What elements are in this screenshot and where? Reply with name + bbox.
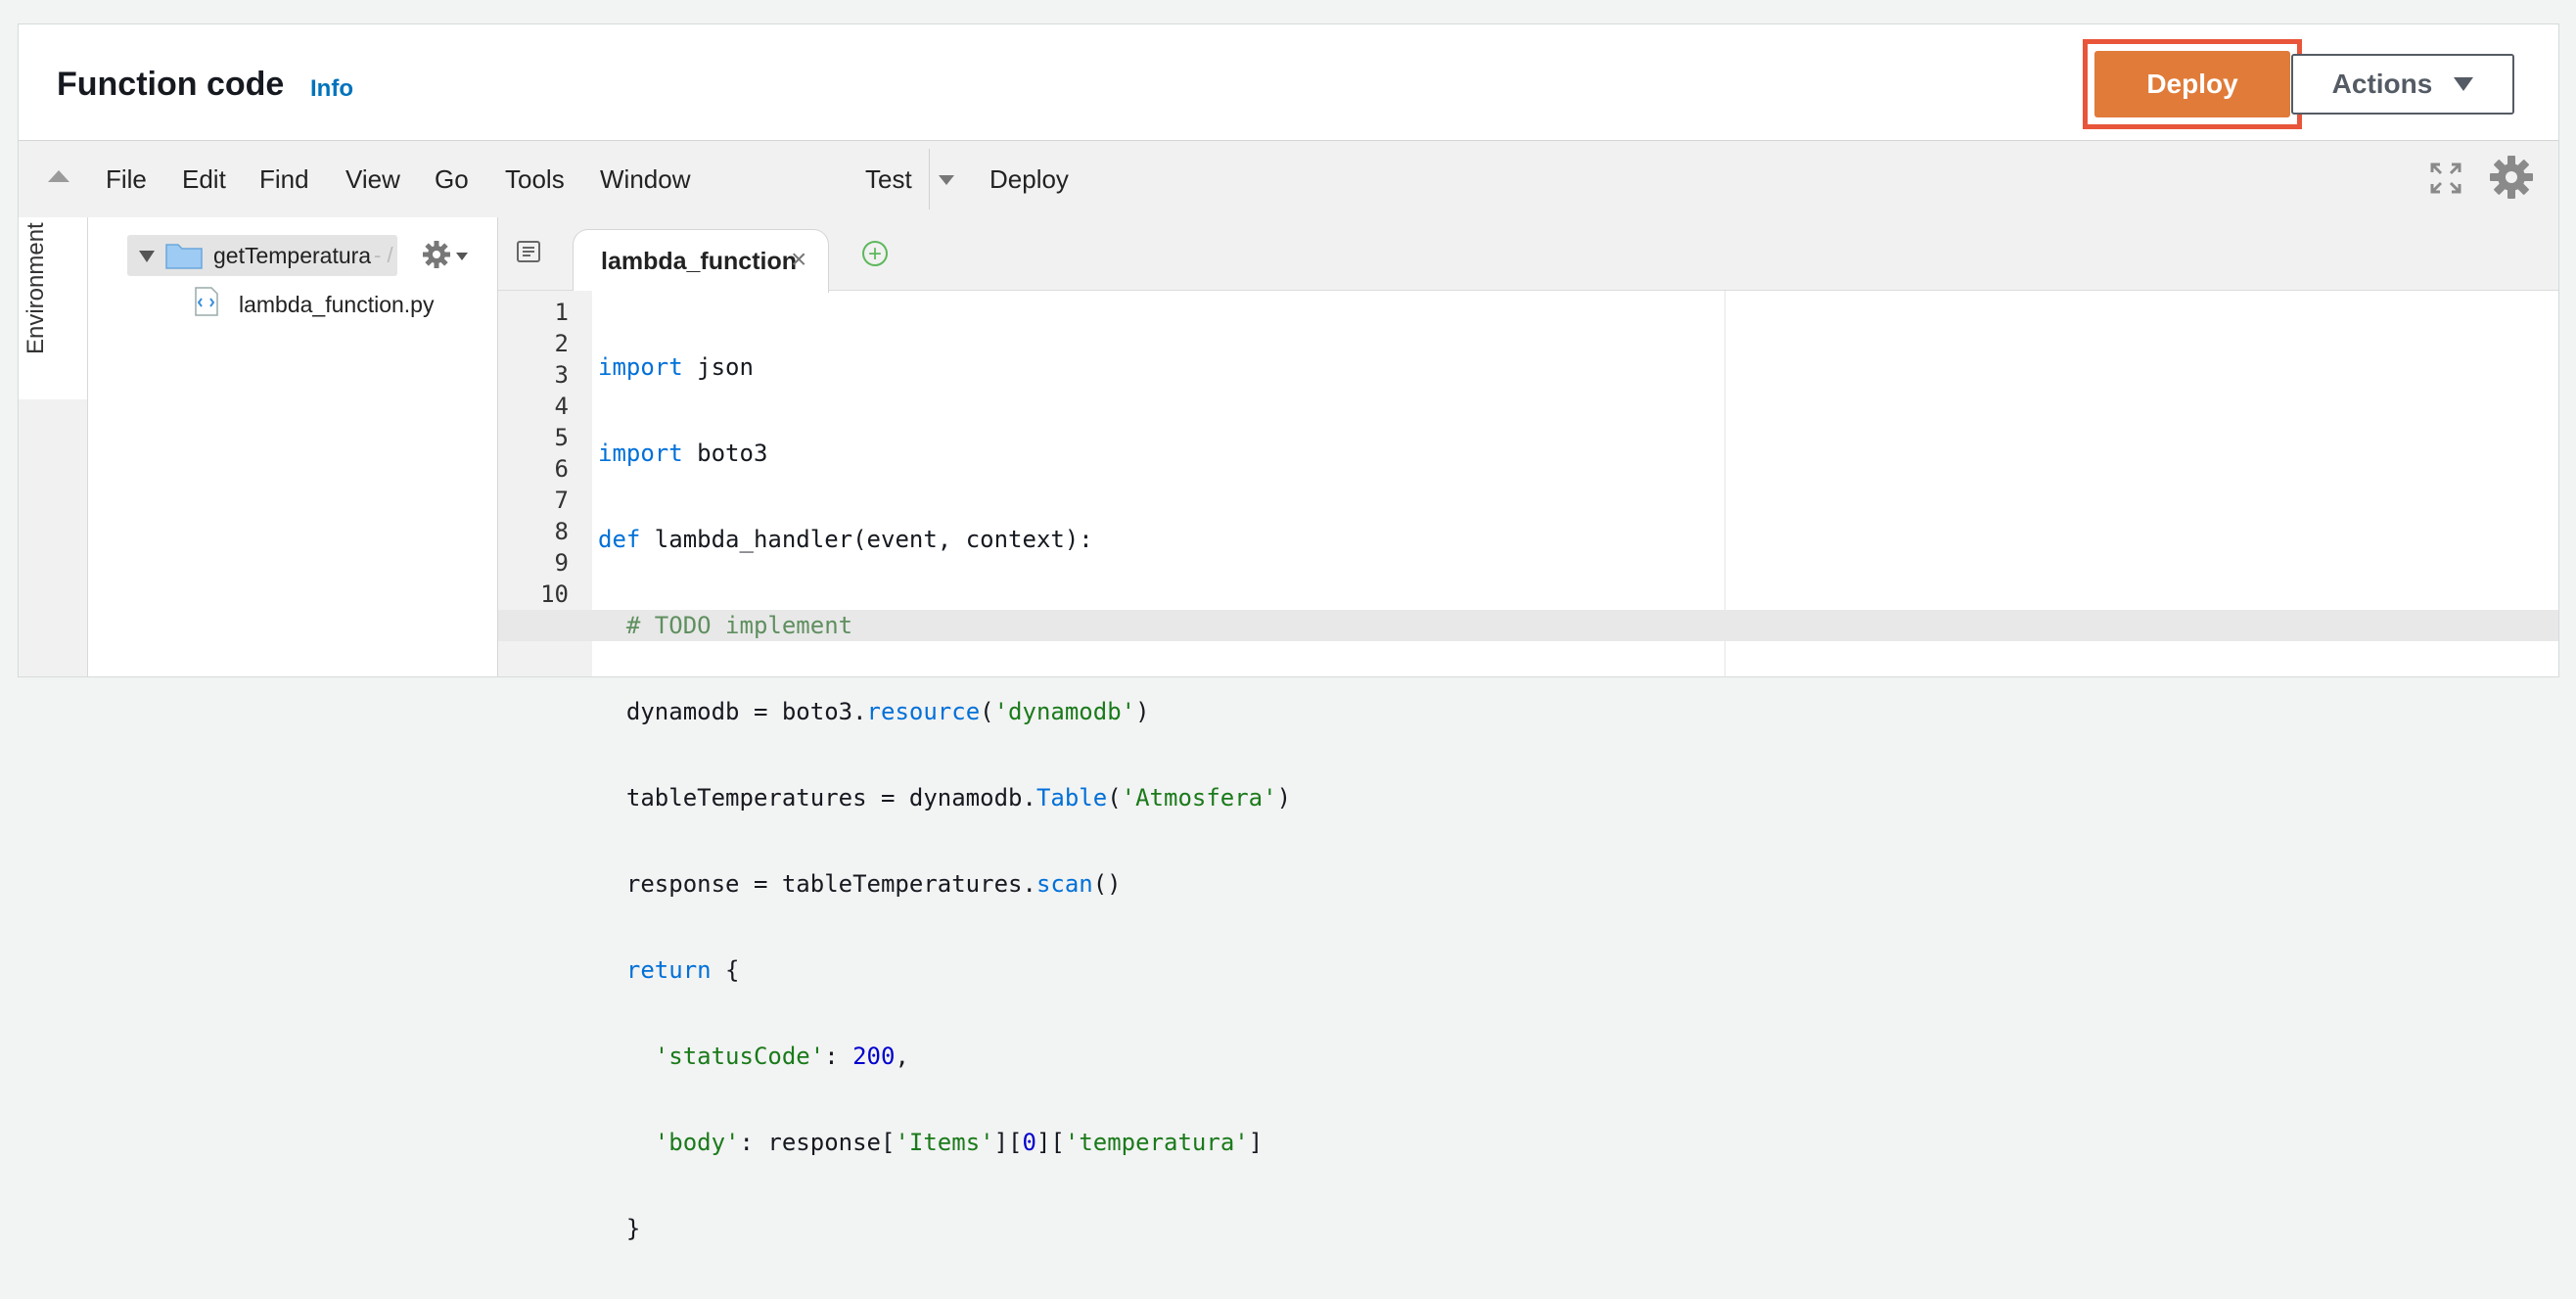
menu-tools[interactable]: Tools <box>505 164 565 194</box>
line-number: 3 <box>554 361 569 389</box>
actions-label: Actions <box>2331 69 2433 99</box>
code-content: import json import boto3 def lambda_hand… <box>598 297 1291 1299</box>
line-numbers: 1 2 3 4 5 6 7 8 9 10 11 <box>498 297 569 641</box>
code-line: return { <box>625 956 740 984</box>
test-dropdown-caret-icon[interactable] <box>939 175 954 185</box>
code-line: 'body': response['Items'][0]['temperatur… <box>654 1129 1264 1156</box>
menu-deploy-button[interactable]: Deploy <box>989 164 1069 194</box>
line-number: 9 <box>554 549 569 577</box>
code-line: # TODO implement <box>625 612 853 639</box>
code-line: dynamodb = boto3.resource('dynamodb') <box>598 698 1150 725</box>
root-folder-separator: - / <box>374 243 393 267</box>
code-line: import json <box>598 353 754 381</box>
collapse-icon[interactable] <box>48 170 69 182</box>
folder-icon <box>165 244 203 269</box>
line-number: 6 <box>554 455 569 483</box>
line-number: 5 <box>554 424 569 451</box>
info-link[interactable]: Info <box>310 75 353 102</box>
code-line: } <box>598 1215 641 1242</box>
panel-header: Function code Info Deploy Actions <box>19 24 2558 140</box>
menu-file[interactable]: File <box>106 164 147 194</box>
fullscreen-icon[interactable] <box>2428 161 2463 196</box>
caret-down-icon <box>2454 77 2474 91</box>
menu-window[interactable]: Window <box>600 164 691 194</box>
code-line: tableTemperatures = dynamodb.Table('Atmo… <box>598 784 1292 812</box>
test-split-divider <box>929 149 930 209</box>
menu-view[interactable]: View <box>345 164 400 194</box>
line-number: 10 <box>540 580 569 608</box>
environment-tab-label: Environment <box>23 222 49 354</box>
code-editor: lambda_function × + 1 2 3 4 5 6 7 8 9 10… <box>498 217 2558 1242</box>
file-tree: getTemperatura - / lambda_function.py <box>88 217 498 676</box>
active-line-highlight <box>498 610 2558 641</box>
expand-arrow-icon[interactable] <box>139 251 155 262</box>
file-item-lambda-function[interactable]: lambda_function.py <box>239 292 435 317</box>
line-number: 2 <box>554 330 569 357</box>
tab-list-icon[interactable] <box>516 239 543 264</box>
code-line: import boto3 <box>598 440 768 467</box>
settings-gear-icon[interactable] <box>2487 153 2536 202</box>
tab-lambda-function[interactable]: lambda_function × <box>573 229 829 293</box>
menu-edit[interactable]: Edit <box>182 164 226 194</box>
menu-find[interactable]: Find <box>259 164 309 194</box>
tree-settings-gear-icon[interactable] <box>421 239 452 270</box>
environment-side-tab[interactable]: Environment <box>19 217 88 399</box>
code-text-area[interactable]: import json import boto3 def lambda_hand… <box>498 291 2558 1242</box>
tab-close-icon[interactable]: × <box>791 244 807 274</box>
function-code-panel: Function code Info Deploy Actions File E… <box>18 23 2559 1242</box>
python-file-icon <box>195 287 218 316</box>
tree-root-folder[interactable]: getTemperatura - / <box>127 235 397 276</box>
line-number: 4 <box>554 393 569 420</box>
test-button[interactable]: Test <box>865 164 912 194</box>
tab-label: lambda_function <box>601 248 798 275</box>
ide-menubar: File Edit Find View Go Tools Window Test… <box>19 140 2558 218</box>
menu-go[interactable]: Go <box>435 164 469 194</box>
line-number: 7 <box>554 487 569 514</box>
tree-gear-caret-icon[interactable] <box>456 253 468 260</box>
page-title: Function code <box>57 66 285 103</box>
side-tab-filler <box>19 399 88 676</box>
code-line: response = tableTemperatures.scan() <box>598 870 1122 898</box>
actions-dropdown-button[interactable]: Actions <box>2291 54 2514 115</box>
editor-tabbar: lambda_function × + <box>498 217 2558 293</box>
root-folder-name: getTemperatura <box>213 243 372 268</box>
deploy-button[interactable]: Deploy <box>2094 51 2290 117</box>
line-number: 1 <box>554 299 569 326</box>
add-tab-icon[interactable]: + <box>862 241 888 266</box>
line-number: 8 <box>554 518 569 545</box>
code-line: def lambda_handler(event, context): <box>598 526 1093 553</box>
code-line: 'statusCode': 200, <box>654 1043 909 1070</box>
